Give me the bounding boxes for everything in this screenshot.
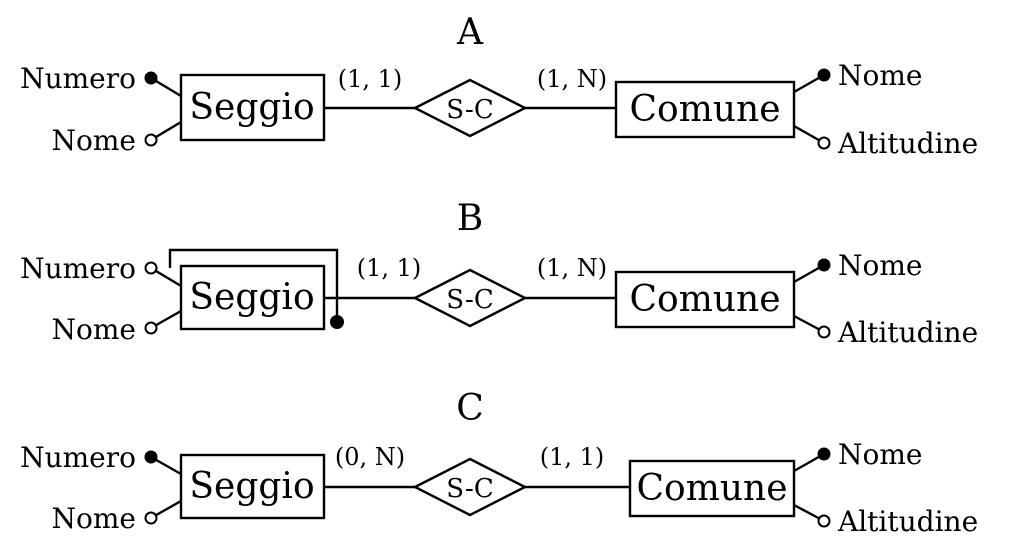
attribute-altitudine: Altitudine [837, 316, 978, 349]
attribute-empty-dot-icon [144, 133, 158, 147]
attribute-numero: Numero [20, 62, 136, 95]
attribute-nome: Nome [838, 59, 922, 92]
entity-seggio-box [179, 453, 326, 520]
attribute-numero: Numero [20, 252, 136, 285]
attribute-nome: Nome [52, 313, 136, 346]
attribute-altitudine: Altitudine [837, 127, 978, 160]
identifier-full-dot-icon [144, 450, 158, 464]
attribute-nome: Nome [838, 438, 922, 471]
entity-comune-box [628, 459, 796, 518]
diagram-title: A [456, 12, 484, 53]
attribute-numero: Numero [20, 441, 136, 474]
relationship-label: S-C [446, 95, 493, 125]
attribute-nome: Nome [52, 124, 136, 157]
attribute-empty-dot-icon [144, 261, 158, 275]
entity-seggio-label: Seggio [189, 466, 314, 507]
external-identifier-bracket [168, 248, 339, 322]
cardinality-right: (1, 1) [540, 443, 605, 471]
diagram-b: B Numero Nome Seggio (1, 1) S-C (1, N) C… [20, 198, 978, 349]
cardinality-left: (0, N) [335, 443, 405, 471]
attribute-nome: Nome [838, 249, 922, 282]
entity-comune-box [614, 80, 796, 139]
entity-comune-box [614, 270, 796, 329]
attribute-empty-dot-icon [817, 136, 831, 150]
entity-seggio-label: Seggio [189, 277, 314, 318]
cardinality-right: (1, N) [537, 65, 607, 93]
cardinality-left: (1, 1) [338, 65, 403, 93]
entity-comune-label: Comune [629, 89, 780, 130]
identifier-full-dot-icon [817, 258, 831, 272]
identifier-full-dot-icon [817, 447, 831, 461]
entity-seggio-label: Seggio [189, 87, 314, 128]
entity-seggio-box [179, 264, 326, 331]
identifier-full-dot-icon [817, 68, 831, 82]
identifier-full-dot-icon [144, 71, 158, 85]
diagram-title: C [456, 388, 484, 429]
cardinality-right: (1, N) [537, 254, 607, 282]
diagram-a: A Numero Nome Seggio (1, 1) S-C (1, N) C… [20, 12, 978, 160]
diagram-title: B [457, 198, 483, 239]
attribute-empty-dot-icon [144, 321, 158, 335]
attribute-empty-dot-icon [144, 511, 158, 525]
attribute-empty-dot-icon [817, 514, 831, 528]
entity-comune-label: Comune [629, 279, 780, 320]
attribute-nome: Nome [52, 502, 136, 535]
external-identifier-dot-icon [330, 315, 344, 329]
relationship-label: S-C [446, 474, 493, 504]
attribute-altitudine: Altitudine [837, 505, 978, 538]
entity-comune-label: Comune [636, 468, 787, 509]
cardinality-left: (1, 1) [357, 254, 422, 282]
relationship-label: S-C [446, 285, 493, 315]
attribute-empty-dot-icon [817, 325, 831, 339]
diagram-c: C Numero Nome Seggio (0, N) S-C (1, 1) C… [20, 388, 978, 538]
